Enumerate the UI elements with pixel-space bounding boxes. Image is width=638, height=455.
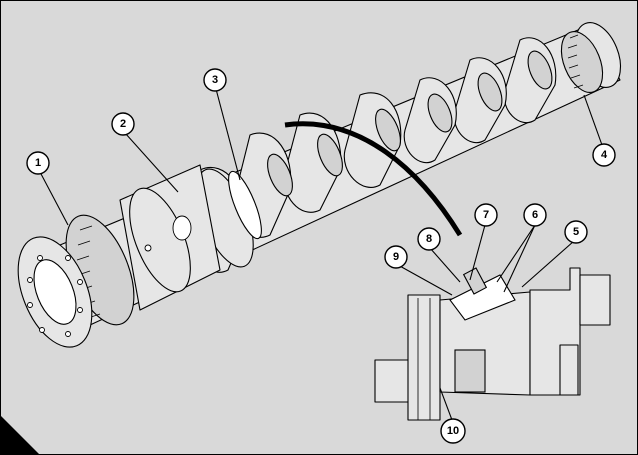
callout-1-label: 1	[35, 157, 41, 169]
section-detail	[374, 267, 611, 421]
callout-1: 1	[26, 151, 50, 175]
leader-lines	[39, 88, 603, 421]
crankshaft	[17, 22, 622, 348]
callout-10: 10	[440, 418, 466, 444]
front-flange-bore	[33, 259, 77, 325]
journals	[267, 50, 553, 197]
callout-5-label: 5	[573, 226, 579, 238]
callout-5: 5	[564, 220, 588, 244]
detail-right-lower	[559, 344, 579, 396]
detail-left-web	[407, 294, 441, 421]
callout-4-label: 4	[601, 149, 608, 161]
detail-pin-recess	[454, 349, 486, 393]
callout-7: 7	[474, 203, 498, 227]
callout-4: 4	[592, 143, 616, 167]
thrust-ring	[228, 170, 262, 240]
oil-bore	[172, 215, 192, 241]
callout-3-label: 3	[212, 74, 218, 86]
callout-9: 9	[384, 245, 408, 269]
callout-8-label: 8	[426, 233, 432, 245]
oil-hole-small	[144, 244, 152, 252]
detail-right-shaft	[579, 274, 611, 326]
callout-3: 3	[203, 68, 227, 92]
callout-6-label: 6	[532, 209, 538, 221]
flange-bolt-holes	[27, 255, 83, 337]
callout-2-label: 2	[120, 118, 126, 130]
detail-arrow	[284, 121, 463, 237]
detail-left-stub	[374, 359, 411, 403]
callout-9-label: 9	[393, 251, 399, 263]
rear-gear-teeth	[567, 34, 584, 89]
callout-6: 6	[523, 203, 547, 227]
callout-7-label: 7	[483, 209, 489, 221]
detail-plug	[462, 267, 488, 295]
callout-8: 8	[417, 227, 441, 251]
corner-mark	[0, 415, 40, 455]
callout-2: 2	[111, 112, 135, 136]
callout-10-label: 10	[447, 425, 459, 437]
